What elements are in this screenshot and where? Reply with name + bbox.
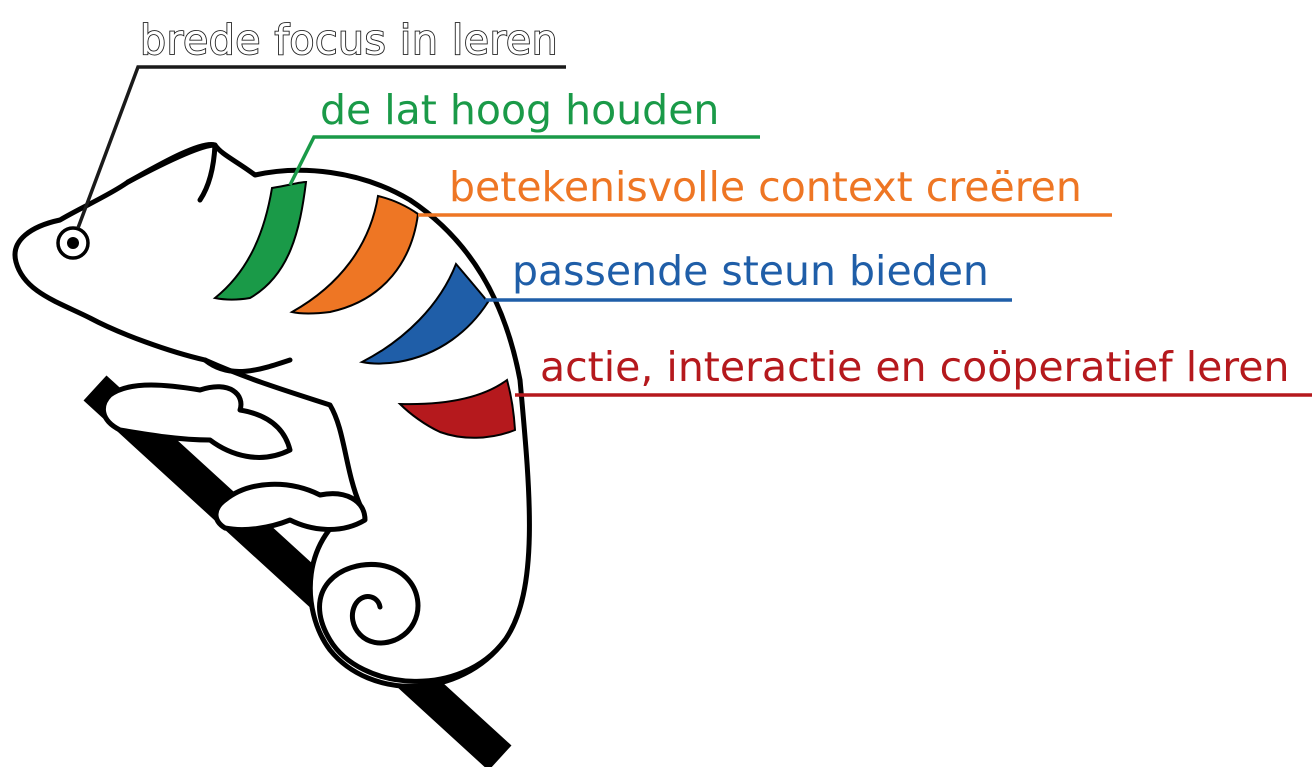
belly-line bbox=[202, 357, 293, 375]
stripe-orange bbox=[289, 194, 420, 315]
back-leg bbox=[213, 481, 368, 533]
leader-lat bbox=[288, 135, 760, 186]
chameleon-crest bbox=[125, 142, 218, 203]
branch bbox=[83, 375, 512, 767]
stripe-blue bbox=[358, 262, 490, 365]
label-actie: actie, interactie en coöperatief leren bbox=[540, 343, 1289, 391]
labels: brede focus in leren de lat hoog houden … bbox=[139, 15, 1289, 391]
stripes bbox=[212, 180, 517, 439]
label-lat: de lat hoog houden bbox=[320, 86, 719, 134]
chameleon bbox=[12, 142, 532, 689]
chameleon-body bbox=[12, 142, 532, 689]
stripe-red bbox=[397, 378, 517, 439]
leader-lines bbox=[76, 65, 1312, 397]
tail-spiral bbox=[317, 561, 508, 684]
eye-pupil bbox=[67, 237, 79, 249]
stripe-green bbox=[212, 180, 308, 301]
label-brede: brede focus in leren bbox=[140, 16, 558, 64]
front-leg bbox=[100, 382, 293, 460]
label-steun: passende steun bieden bbox=[512, 247, 989, 295]
leader-brede bbox=[76, 65, 566, 229]
label-context: betekenisvolle context creëren bbox=[449, 163, 1082, 211]
